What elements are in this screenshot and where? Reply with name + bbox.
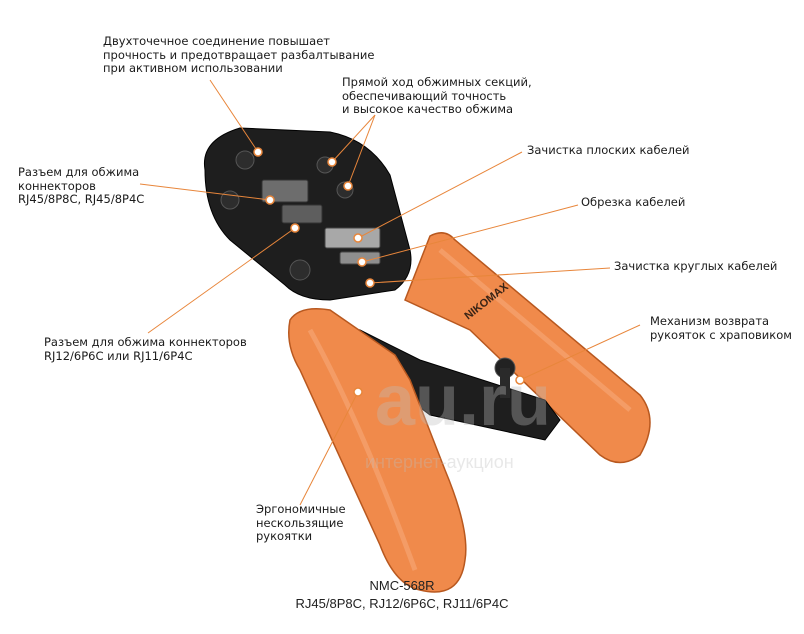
- watermark-logo: au.ru: [375, 361, 552, 441]
- callout-handles: Эргономичные нескользящие рукоятки: [256, 502, 346, 543]
- callout-straight-stroke: Прямой ход обжимных секций, обеспечивающ…: [342, 75, 532, 116]
- callout-cut: Обрезка кабелей: [581, 195, 686, 209]
- callout-flat-strip: Зачистка плоских кабелей: [527, 143, 690, 157]
- right-handle: [404, 232, 651, 464]
- callout-round-strip: Зачистка круглых кабелей: [614, 259, 778, 273]
- product-model: NMC-568R: [369, 578, 435, 593]
- callout-rj12-socket: Разъем для обжима коннекторов RJ12/6P6C …: [44, 335, 247, 363]
- watermark-tagline: интернет-аукцион: [365, 452, 514, 472]
- callout-ratchet: Механизм возврата рукояток с храповиком: [650, 314, 792, 342]
- product-connectors: RJ45/8P8C, RJ12/6P6C, RJ11/6P4C: [295, 596, 509, 611]
- callout-double-joint: Двухточечное соединение повышает прочнос…: [103, 34, 375, 75]
- rj12-die: [281, 204, 323, 224]
- callout-dots: [253, 147, 525, 397]
- rj45-die: [261, 179, 309, 203]
- cut-blade: [324, 227, 381, 249]
- callout-rj45-socket: Разъем для обжима коннекторов RJ45/8P8C,…: [18, 165, 145, 206]
- left-handle: [288, 308, 467, 593]
- leader-lines: [139, 79, 641, 506]
